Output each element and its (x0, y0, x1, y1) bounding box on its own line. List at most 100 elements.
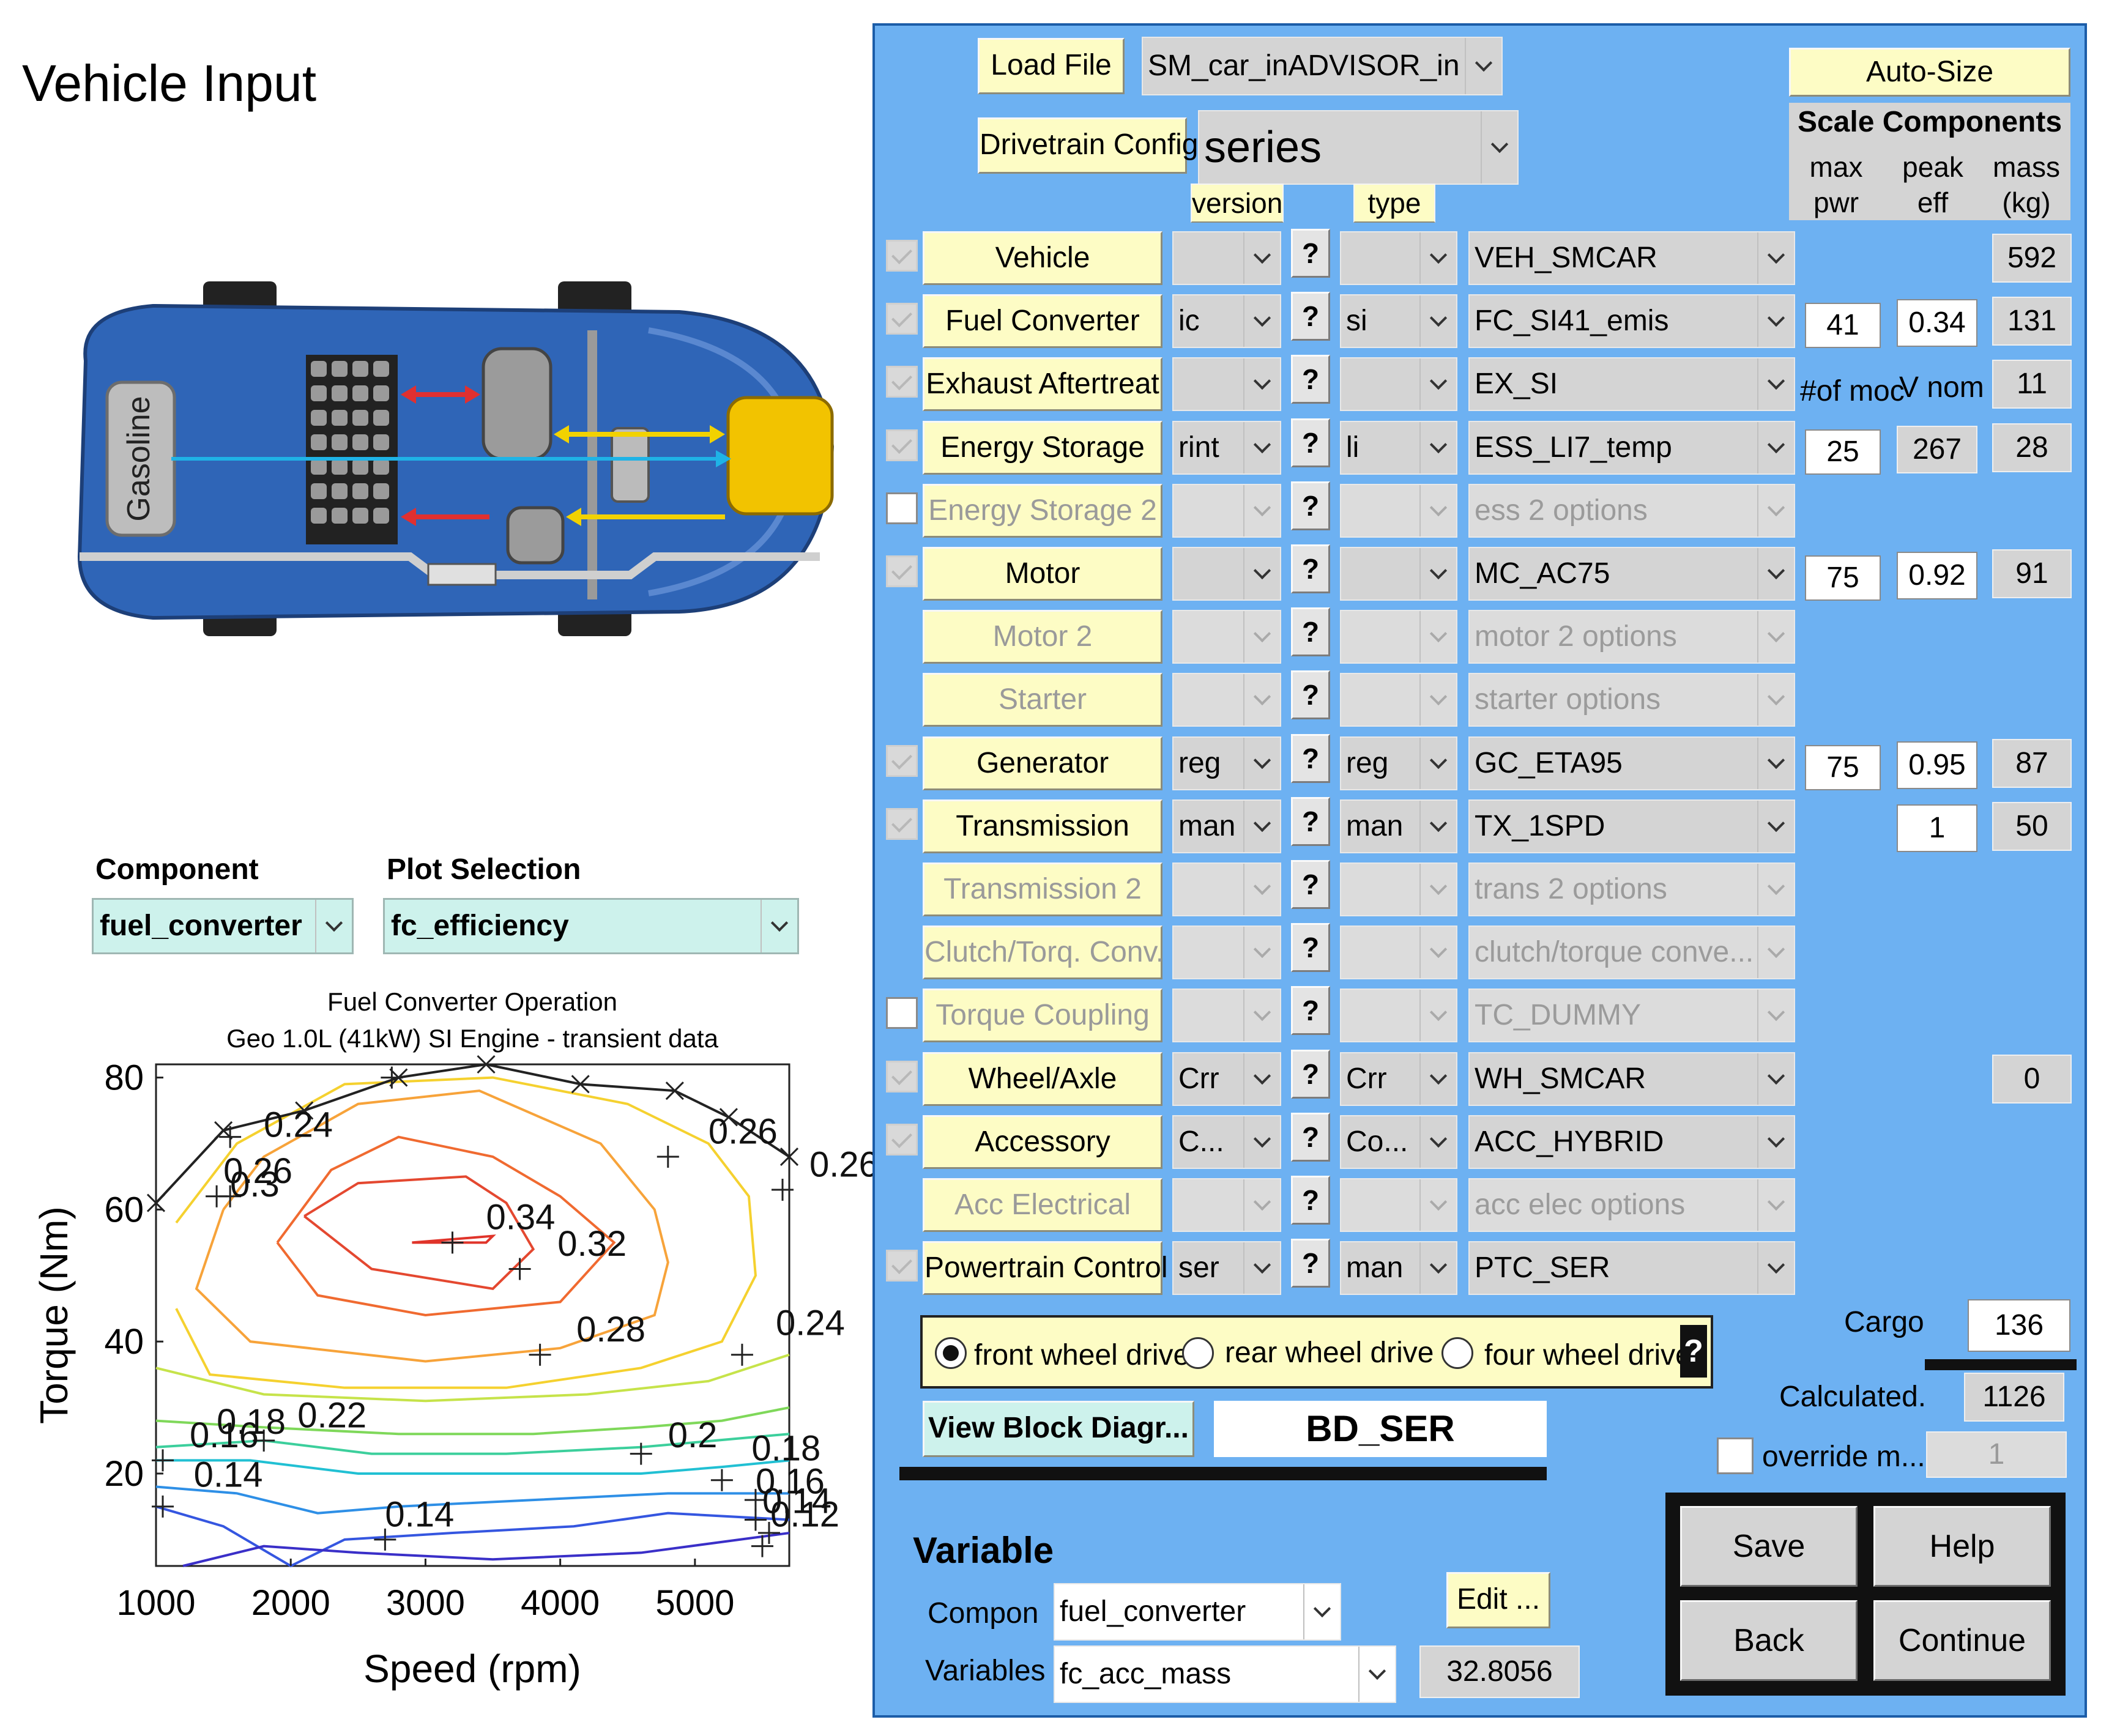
wheel-axle-version-select[interactable]: Crr (1172, 1052, 1281, 1106)
clutch-torq-conv-file-select[interactable]: clutch/torque conve... (1468, 925, 1795, 979)
motor-2-help-button[interactable]: ? (1291, 607, 1330, 656)
generator-button[interactable]: Generator (923, 736, 1162, 790)
fuel-converter-button[interactable]: Fuel Converter (923, 294, 1162, 348)
transmission-2-type-select[interactable] (1340, 862, 1457, 916)
powertrain-control-help-button[interactable]: ? (1291, 1239, 1330, 1288)
wheel-axle-file-select[interactable]: WH_SMCAR (1468, 1052, 1795, 1106)
load-file-button[interactable]: Load File (978, 38, 1125, 94)
transmission-file-select[interactable]: TX_1SPD (1468, 799, 1795, 853)
transmission-help-button[interactable]: ? (1291, 797, 1330, 846)
accessory-file-select[interactable]: ACC_HYBRID (1468, 1115, 1795, 1169)
vehicle-type-select[interactable] (1340, 231, 1457, 285)
generator-max-pwr-input[interactable]: 75 (1805, 745, 1881, 790)
auto-size-button[interactable]: Auto-Size (1789, 48, 2070, 97)
starter-button[interactable]: Starter (923, 673, 1162, 727)
acc-electrical-type-select[interactable] (1340, 1178, 1457, 1232)
torque-coupling-checkbox[interactable] (886, 997, 918, 1029)
transmission-2-help-button[interactable]: ? (1291, 860, 1330, 909)
energy-storage-2-file-select[interactable]: ess 2 options (1468, 484, 1795, 538)
motor-type-select[interactable] (1340, 547, 1457, 601)
motor-checkbox[interactable] (886, 555, 918, 587)
generator-version-select[interactable]: reg (1172, 736, 1281, 790)
continue-button[interactable]: Continue (1873, 1600, 2051, 1681)
variables-select[interactable]: fc_acc_mass (1054, 1645, 1396, 1703)
powertrain-control-checkbox[interactable] (886, 1250, 918, 1282)
energy-storage-help-button[interactable]: ? (1291, 418, 1330, 467)
fuel-converter-max-pwr-input[interactable]: 41 (1805, 303, 1881, 348)
cargo-input[interactable]: 136 (1968, 1299, 2070, 1352)
component-select[interactable]: fuel_converter (92, 898, 354, 954)
vehicle-version-select[interactable] (1172, 231, 1281, 285)
exhaust-aftertreat-type-select[interactable] (1340, 357, 1457, 411)
override-mass-input[interactable]: 1 (1926, 1431, 2067, 1478)
accessory-help-button[interactable]: ? (1291, 1113, 1330, 1162)
transmission-checkbox[interactable] (886, 808, 918, 840)
motor-2-file-select[interactable]: motor 2 options (1468, 610, 1795, 664)
clutch-torq-conv-version-select[interactable] (1172, 925, 1281, 979)
fuel-converter-checkbox[interactable] (886, 303, 918, 335)
drivetrain-config-button[interactable]: Drivetrain Config (978, 117, 1198, 174)
energy-storage-button[interactable]: Energy Storage (923, 421, 1162, 475)
powertrain-control-button[interactable]: Powertrain Control (923, 1241, 1168, 1295)
transmission-peak-eff-input[interactable]: 1 (1897, 804, 1977, 852)
motor-file-select[interactable]: MC_AC75 (1468, 547, 1795, 601)
torque-coupling-help-button[interactable]: ? (1291, 986, 1330, 1035)
energy-storage-version-select[interactable]: rint (1172, 421, 1281, 475)
load-file-select[interactable]: SM_car_inADVISOR_in (1142, 37, 1503, 95)
energy-storage-2-button[interactable]: Energy Storage 2 (923, 484, 1162, 538)
transmission-version-select[interactable]: man (1172, 799, 1281, 853)
compon-select[interactable]: fuel_converter (1054, 1583, 1341, 1641)
exhaust-aftertreat-version-select[interactable] (1172, 357, 1281, 411)
drive-help-button[interactable]: ? (1680, 1325, 1707, 1378)
vehicle-file-select[interactable]: VEH_SMCAR (1468, 231, 1795, 285)
acc-electrical-file-select[interactable]: acc elec options (1468, 1178, 1795, 1232)
energy-storage-2-version-select[interactable] (1172, 484, 1281, 538)
powertrain-control-type-select[interactable]: man (1340, 1241, 1457, 1295)
exhaust-aftertreat-file-select[interactable]: EX_SI (1468, 357, 1795, 411)
exhaust-aftertreat-help-button[interactable]: ? (1291, 355, 1330, 404)
wheel-axle-button[interactable]: Wheel/Axle (923, 1052, 1162, 1106)
motor-2-type-select[interactable] (1340, 610, 1457, 664)
clutch-torq-conv-help-button[interactable]: ? (1291, 923, 1330, 972)
save-button[interactable]: Save (1680, 1506, 1858, 1587)
accessory-button[interactable]: Accessory (923, 1115, 1162, 1169)
accessory-version-select[interactable]: C... (1172, 1115, 1281, 1169)
torque-coupling-type-select[interactable] (1340, 989, 1457, 1042)
generator-peak-eff-input[interactable]: 0.95 (1897, 741, 1977, 789)
generator-help-button[interactable]: ? (1291, 734, 1330, 783)
starter-file-select[interactable]: starter options (1468, 673, 1795, 727)
fuel-converter-help-button[interactable]: ? (1291, 292, 1330, 341)
motor-max-pwr-input[interactable]: 75 (1805, 555, 1881, 601)
energy-storage-file-select[interactable]: ESS_LI7_temp (1468, 421, 1795, 475)
transmission-2-file-select[interactable]: trans 2 options (1468, 862, 1795, 916)
energy-storage-type-select[interactable]: li (1340, 421, 1457, 475)
override-mass-checkbox[interactable] (1717, 1437, 1754, 1474)
starter-help-button[interactable]: ? (1291, 670, 1330, 719)
energy-storage-2-type-select[interactable] (1340, 484, 1457, 538)
starter-type-select[interactable] (1340, 673, 1457, 727)
energy-storage-2-help-button[interactable]: ? (1291, 481, 1330, 530)
accessory-type-select[interactable]: Co... (1340, 1115, 1457, 1169)
drivetrain-select[interactable]: series (1198, 110, 1519, 185)
motor-version-select[interactable] (1172, 547, 1281, 601)
generator-file-select[interactable]: GC_ETA95 (1468, 736, 1795, 790)
acc-electrical-version-select[interactable] (1172, 1178, 1281, 1232)
energy-storage-2-checkbox[interactable] (886, 492, 918, 524)
exhaust-aftertreat-button[interactable]: Exhaust Aftertreat (923, 357, 1162, 411)
torque-coupling-button[interactable]: Torque Coupling (923, 989, 1162, 1042)
transmission-2-button[interactable]: Transmission 2 (923, 862, 1162, 916)
rear-wheel-drive-radio[interactable] (1182, 1337, 1214, 1369)
fuel-converter-type-select[interactable]: si (1340, 294, 1457, 348)
motor-2-version-select[interactable] (1172, 610, 1281, 664)
powertrain-control-file-select[interactable]: PTC_SER (1468, 1241, 1795, 1295)
plot-selection-select[interactable]: fc_efficiency (383, 898, 799, 954)
help-button[interactable]: Help (1873, 1506, 2051, 1587)
view-block-diagram-button[interactable]: View Block Diagr... (923, 1401, 1194, 1457)
motor-button[interactable]: Motor (923, 547, 1162, 601)
vehicle-button[interactable]: Vehicle (923, 231, 1162, 285)
acc-electrical-help-button[interactable]: ? (1291, 1176, 1330, 1225)
starter-version-select[interactable] (1172, 673, 1281, 727)
front-wheel-drive-radio[interactable] (935, 1337, 967, 1369)
exhaust-aftertreat-checkbox[interactable] (886, 366, 918, 398)
torque-coupling-file-select[interactable]: TC_DUMMY (1468, 989, 1795, 1042)
